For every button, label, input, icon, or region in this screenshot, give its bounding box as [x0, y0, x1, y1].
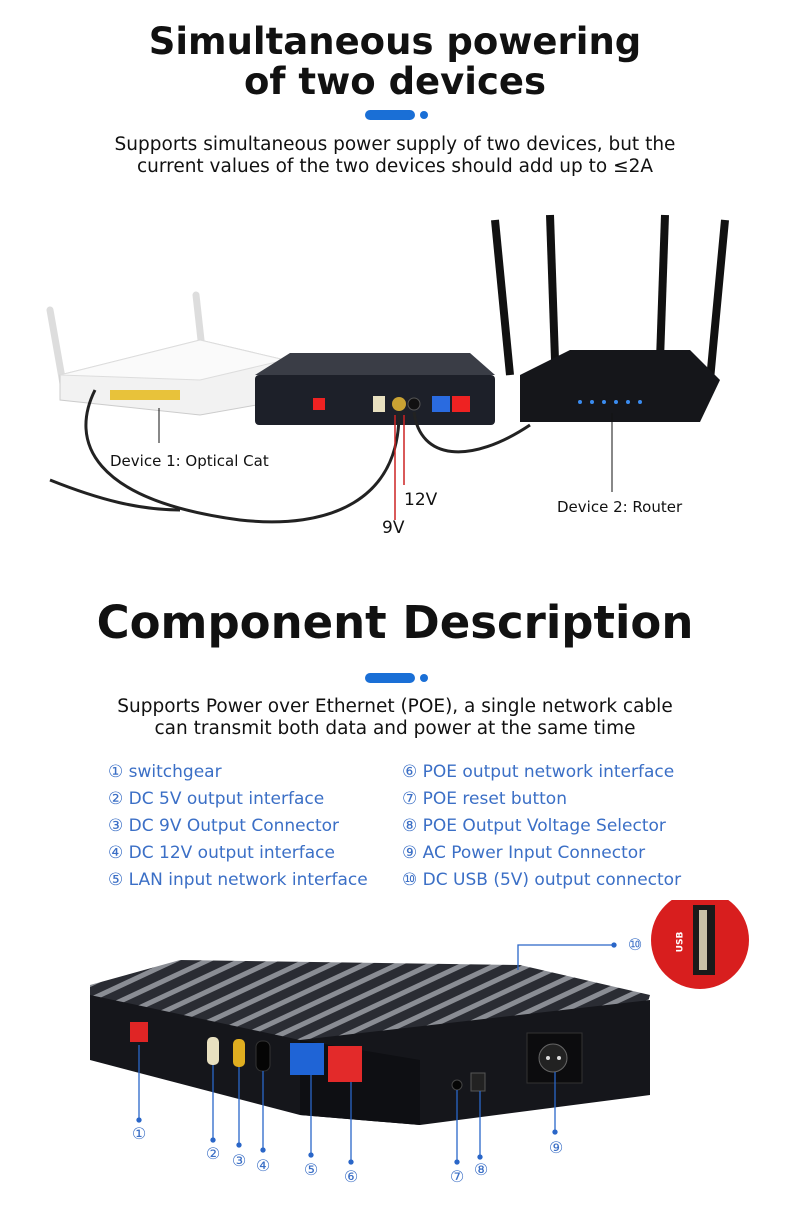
callout-7: ⑦ — [449, 1167, 465, 1186]
list-item: ⑤ LAN input network interface — [108, 870, 368, 890]
device2-label: Device 2: Router — [557, 498, 683, 516]
callout-9: ⑨ — [548, 1138, 564, 1157]
list-item: ④ DC 12V output interface — [108, 843, 335, 863]
callout-1: ① — [131, 1124, 147, 1143]
callout-4: ④ — [255, 1156, 271, 1175]
subtitle-line: current values of the two devices should… — [136, 156, 654, 177]
list-item: ⑩ DC USB (5V) output connector — [402, 870, 682, 890]
list-item: ⑨ AC Power Input Connector — [402, 843, 646, 863]
component-list-right: ⑥ POE output network interface ⑦ POE res… — [402, 759, 681, 894]
section1-title: Simultaneous powering of two devices — [0, 22, 790, 102]
callout-6: ⑥ — [343, 1167, 359, 1186]
callout-2: ② — [205, 1144, 221, 1163]
list-item: ⑦ POE reset button — [402, 789, 567, 809]
divider — [365, 673, 428, 683]
power-box-device — [255, 353, 495, 425]
component-list-left: ① switchgear ② DC 5V output interface ③ … — [108, 759, 368, 894]
device1-label: Device 1: Optical Cat — [110, 452, 269, 470]
callout-3: ③ — [231, 1151, 247, 1170]
callout-8: ⑧ — [473, 1160, 489, 1179]
list-item: ⑥ POE output network interface — [402, 762, 675, 782]
callout-10: ⑩ — [627, 935, 643, 954]
router-device — [491, 214, 729, 422]
list-item: ① switchgear — [108, 762, 222, 782]
subtitle-line: Supports Power over Ethernet (POE), a si… — [117, 696, 673, 717]
title-line: of two devices — [244, 60, 546, 103]
subtitle-line: Supports simultaneous power supply of tw… — [114, 134, 676, 155]
usb-label: USB — [675, 931, 686, 953]
section2-subtitle: Supports Power over Ethernet (POE), a si… — [0, 696, 790, 740]
section2-title: Component Description — [96, 596, 694, 649]
list-item: ③ DC 9V Output Connector — [108, 816, 340, 836]
subtitle-line: can transmit both data and power at the … — [154, 718, 636, 739]
voltage-9v-label: 9V — [382, 518, 405, 538]
voltage-12v-label: 12V — [404, 490, 438, 510]
usb-port-closeup — [651, 900, 749, 989]
list-item: ② DC 5V output interface — [108, 789, 325, 809]
power-box-product-illustration — [90, 900, 749, 1165]
list-item: ⑧ POE Output Voltage Selector — [402, 816, 666, 836]
title-line: Simultaneous powering — [148, 20, 642, 63]
callout-5: ⑤ — [303, 1160, 319, 1179]
divider — [365, 110, 428, 120]
section1-subtitle: Supports simultaneous power supply of tw… — [0, 134, 790, 178]
power-diagram-illustration — [46, 214, 729, 524]
optical-cat-device — [46, 291, 286, 416]
